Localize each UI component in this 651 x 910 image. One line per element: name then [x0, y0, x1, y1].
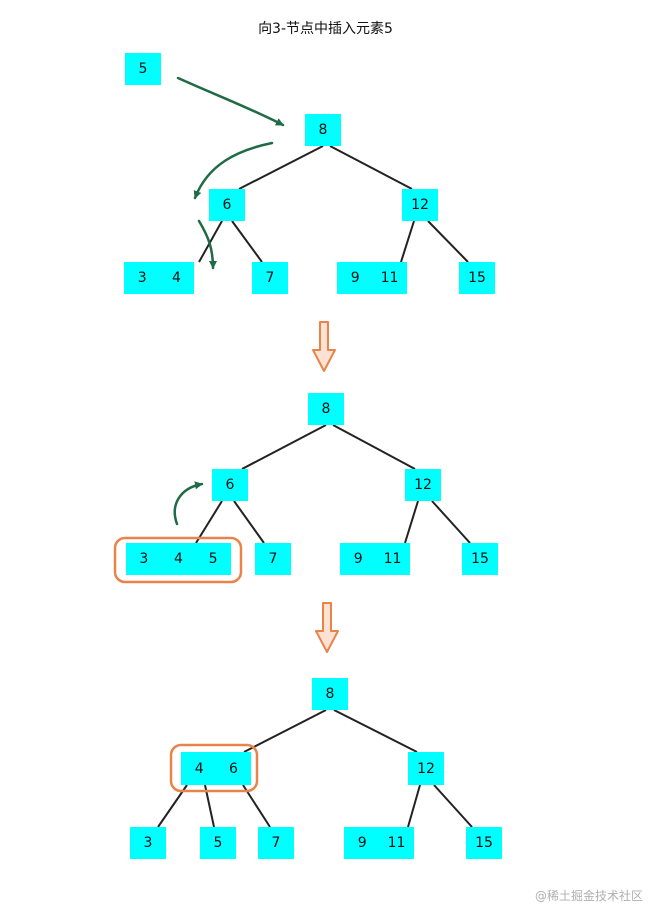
edge	[238, 145, 324, 190]
key: 5	[213, 835, 223, 851]
tree-3-leaf-3: 3	[130, 827, 166, 859]
step-arrow-2	[315, 602, 339, 653]
key: 9	[350, 270, 360, 286]
watermark-text: @稀土掘金技术社区	[534, 889, 643, 903]
tree-3-leaf-15: 15	[466, 827, 502, 859]
key: 4	[194, 760, 204, 777]
key: 12	[414, 477, 432, 493]
key: 3	[139, 551, 149, 567]
arrow-promote-up	[173, 481, 204, 526]
tree-1-left-node: 6	[209, 189, 245, 221]
edge	[407, 784, 421, 828]
arrow-to-left-child	[193, 141, 274, 200]
key: 11	[387, 835, 406, 851]
edge	[241, 424, 327, 470]
tree-2-root-node: 8	[308, 393, 344, 425]
edge	[427, 220, 469, 263]
key: 15	[471, 551, 489, 567]
tree-2-leaf-15: 15	[462, 543, 498, 575]
key: 5	[138, 61, 148, 77]
split-node-highlight	[169, 743, 259, 793]
key: 9	[357, 835, 367, 851]
key: 7	[271, 835, 281, 851]
key: 7	[265, 270, 275, 286]
tree-1-right-node: 12	[402, 189, 438, 221]
tree-1-edges	[198, 145, 469, 263]
tree-3-leaf-5: 5	[200, 827, 236, 859]
step-arrow-1	[312, 321, 336, 372]
key: 6	[225, 477, 235, 493]
key: 15	[475, 835, 493, 851]
tree-2-right-node: 12	[405, 469, 441, 501]
tree-2-leaf-9-11: 9 11	[340, 543, 410, 575]
tree-3-left-node: 4 6	[181, 752, 251, 785]
key: 5	[208, 551, 218, 567]
key: 3	[137, 270, 147, 286]
key: 8	[325, 686, 335, 702]
key: 11	[380, 270, 399, 286]
key: 8	[318, 122, 328, 138]
key: 15	[468, 270, 486, 286]
insertion-path-arrows	[173, 76, 285, 526]
overflow-node-highlight	[113, 536, 243, 584]
tree-3-leaf-7: 7	[258, 827, 294, 859]
diagram-title: 向3-节点中插入元素5	[258, 21, 393, 37]
edge	[233, 500, 265, 544]
key: 8	[321, 401, 331, 417]
tree-2-edges	[195, 424, 471, 544]
edge	[400, 220, 415, 263]
tree-3-root-node: 8	[312, 678, 348, 710]
key: 4	[174, 551, 183, 567]
key: 9	[353, 551, 363, 567]
key: 11	[383, 551, 402, 567]
key: 12	[411, 197, 429, 213]
edge	[404, 500, 419, 544]
tree-1-leaf-9-11: 9 11	[337, 262, 407, 294]
tree-2-leaf-7: 7	[255, 543, 291, 575]
edge	[231, 220, 263, 263]
edge	[431, 500, 471, 544]
edge	[329, 145, 413, 190]
edge	[198, 220, 223, 263]
key: 12	[417, 760, 435, 777]
edge	[332, 424, 416, 470]
tree-1-leaf-3-4: 3 4	[124, 262, 194, 294]
key: 4	[172, 270, 181, 286]
edge	[433, 784, 473, 828]
edge	[243, 709, 327, 753]
key: 3	[143, 835, 153, 851]
tree-3-edges	[157, 709, 473, 828]
key: 7	[268, 551, 278, 567]
tree-2-left-node: 6	[212, 469, 248, 501]
edge	[195, 500, 223, 544]
tree-1-leaf-15: 15	[459, 262, 495, 294]
key: 6	[222, 197, 232, 213]
arrow-to-leaf	[197, 219, 217, 270]
tree-3-leaf-9-11: 9 11	[344, 827, 414, 859]
key: 6	[229, 760, 238, 777]
tree-1-root-node: 8	[305, 114, 341, 146]
tree-1-leaf-7: 7	[252, 262, 288, 294]
edge	[333, 709, 418, 753]
new-element-node: 5	[125, 53, 161, 85]
tree-2-leaf-3-4-5: 3 4 5	[126, 543, 231, 575]
tree-3-right-node: 12	[408, 752, 444, 785]
arrow-to-root	[176, 76, 285, 127]
